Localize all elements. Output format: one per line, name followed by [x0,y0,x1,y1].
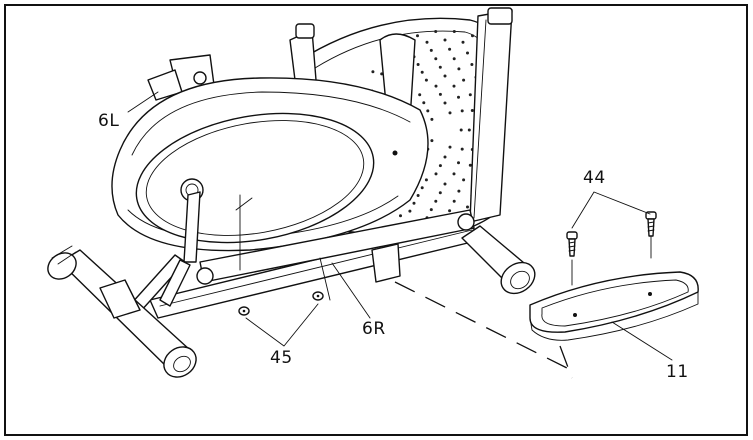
vent-dot [460,109,464,113]
leader-6r [331,262,371,319]
vent-dot [470,63,474,66]
vent-dot [467,128,471,132]
label-45: 45 [270,348,293,368]
vent-dot [457,67,461,71]
vent-dot [459,128,463,132]
vent-dot [452,199,456,203]
vent-dot [434,172,438,176]
vent-dot [462,178,466,182]
vent-dot [457,161,460,165]
vent-dot [452,84,456,88]
vent-dot [434,84,438,88]
vent-dot [470,109,474,112]
vent-dot [438,92,442,96]
vent-dot [430,117,434,121]
vent-dot [468,163,472,167]
bolt-right [645,211,657,237]
nut-left [238,306,250,316]
vent-dot [452,57,456,61]
vent-dot [416,34,419,38]
vent-dot [438,65,442,69]
vent-dot [416,63,420,66]
leader-11 [611,321,673,361]
leader-44 [571,191,651,229]
label-44: 44 [583,168,606,188]
vent-dot [429,208,433,212]
vent-dot [426,109,430,113]
vent-dot [443,38,447,42]
vent-dot [466,205,469,209]
vent-dot [466,51,469,55]
rear-stabilizer [461,225,536,295]
vent-dot [448,145,452,149]
vent-dot [434,199,438,203]
vent-dot [443,182,447,186]
vent-dot [408,209,412,213]
vent-dot [420,186,424,190]
vent-dot [452,172,456,176]
vent-dot [399,214,402,218]
vent-dot [471,34,474,38]
vent-dot [448,47,452,51]
vent-dot [461,40,465,44]
vent-dot [460,147,464,151]
label-11: 11 [666,362,689,382]
bolt-left [566,231,578,257]
leader-6l [127,91,159,113]
vent-dot [462,78,466,82]
vent-dot [468,93,472,97]
vent-dot [448,111,452,115]
vent-dot [438,164,442,168]
vent-dot [422,101,426,105]
vent-dot [429,48,433,52]
vent-dot [438,191,442,195]
vent-dot [416,194,420,197]
vent-dot [443,101,447,105]
vent-dot [418,93,422,97]
nut-right [312,291,324,301]
footrest-pad [529,271,699,341]
base-rail [129,209,481,319]
vent-dot [424,178,428,182]
vent-dot [452,30,456,33]
diagram-border [4,4,748,436]
assembly-guide-lines [235,194,652,379]
vent-dot [457,95,460,99]
vent-dot [412,201,416,205]
vent-dot [424,78,428,82]
vent-dot [425,40,429,44]
vent-dot [443,74,447,78]
crank-housing [111,77,429,263]
vent-dot [434,57,438,61]
label-6l: 6L [98,111,119,131]
front-stabilizer [47,245,197,378]
vent-dot [371,70,375,74]
vent-dot [443,155,447,159]
vent-dot [448,209,452,213]
vent-dot [430,139,434,143]
label-6r: 6R [362,319,386,339]
leader-45 [245,303,319,347]
vent-dot [420,70,424,74]
vent-dot [457,189,461,193]
vent-dot [434,30,438,33]
